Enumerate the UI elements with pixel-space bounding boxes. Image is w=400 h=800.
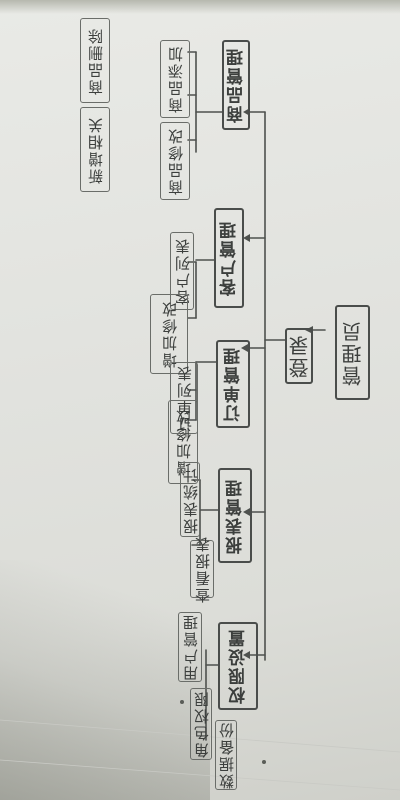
child-box-1-1: 商品添加 [160,40,190,118]
ink-dot [262,760,266,764]
child-label-5-2: 角色权限 [192,690,211,758]
module-label-5: 权限设置 [228,628,249,704]
child-label-5-3: 数据备份 [217,721,236,789]
module-label-1: 商品管理 [226,47,247,123]
module-box-1: 商品管理 [222,40,250,130]
ink-dot [180,700,184,704]
child-box-2-2: 增加修改 [150,294,188,374]
module-box-3: 订单管理 [216,340,250,428]
login-node-box: 登录 [285,328,313,384]
module-label-4: 报表管理 [225,477,246,554]
child-box-5-1: 用户管理 [178,612,202,682]
module-box-4: 报表管理 [218,468,252,563]
module-box-2: 客户管理 [214,208,244,308]
module-label-3: 订单管理 [223,346,244,422]
root-node-box: 管理员 [335,305,370,400]
child-box-2-1: 客户列表 [170,232,194,310]
child-label-1-1: 商品添加 [166,45,185,113]
child-label-2-2: 增加修改 [160,300,179,368]
shadow-area [0,560,210,800]
child-label-1-2: 商品修改 [166,127,185,195]
child-label-1-4: 新增相关 [86,115,105,184]
child-box-5-2: 角色权限 [190,688,212,760]
module-box-5: 权限设置 [218,622,258,710]
child-label-5-1: 用户管理 [181,613,200,681]
child-box-3-1: 订单列表 [170,362,198,434]
paper-top-edge [0,0,400,14]
child-box-1-2: 商品修改 [160,122,190,200]
child-label-4-1: 报表统计 [181,465,200,534]
child-label-4-2: 查看报表 [193,535,212,603]
child-box-3-2: 增加修改 [168,400,198,484]
child-box-4-1: 报表统计 [180,462,200,537]
child-box-4-2: 查看报表 [190,535,214,603]
child-box-1-4: 新增相关 [80,107,110,192]
child-label-1-3: 商品删除 [86,26,105,95]
child-box-5-3: 数据备份 [215,720,237,790]
root-node-label: 管理员 [341,319,365,386]
child-box-1-3: 商品删除 [80,18,110,103]
module-label-2: 客户管理 [219,220,240,296]
login-node-label: 登录 [287,334,312,378]
